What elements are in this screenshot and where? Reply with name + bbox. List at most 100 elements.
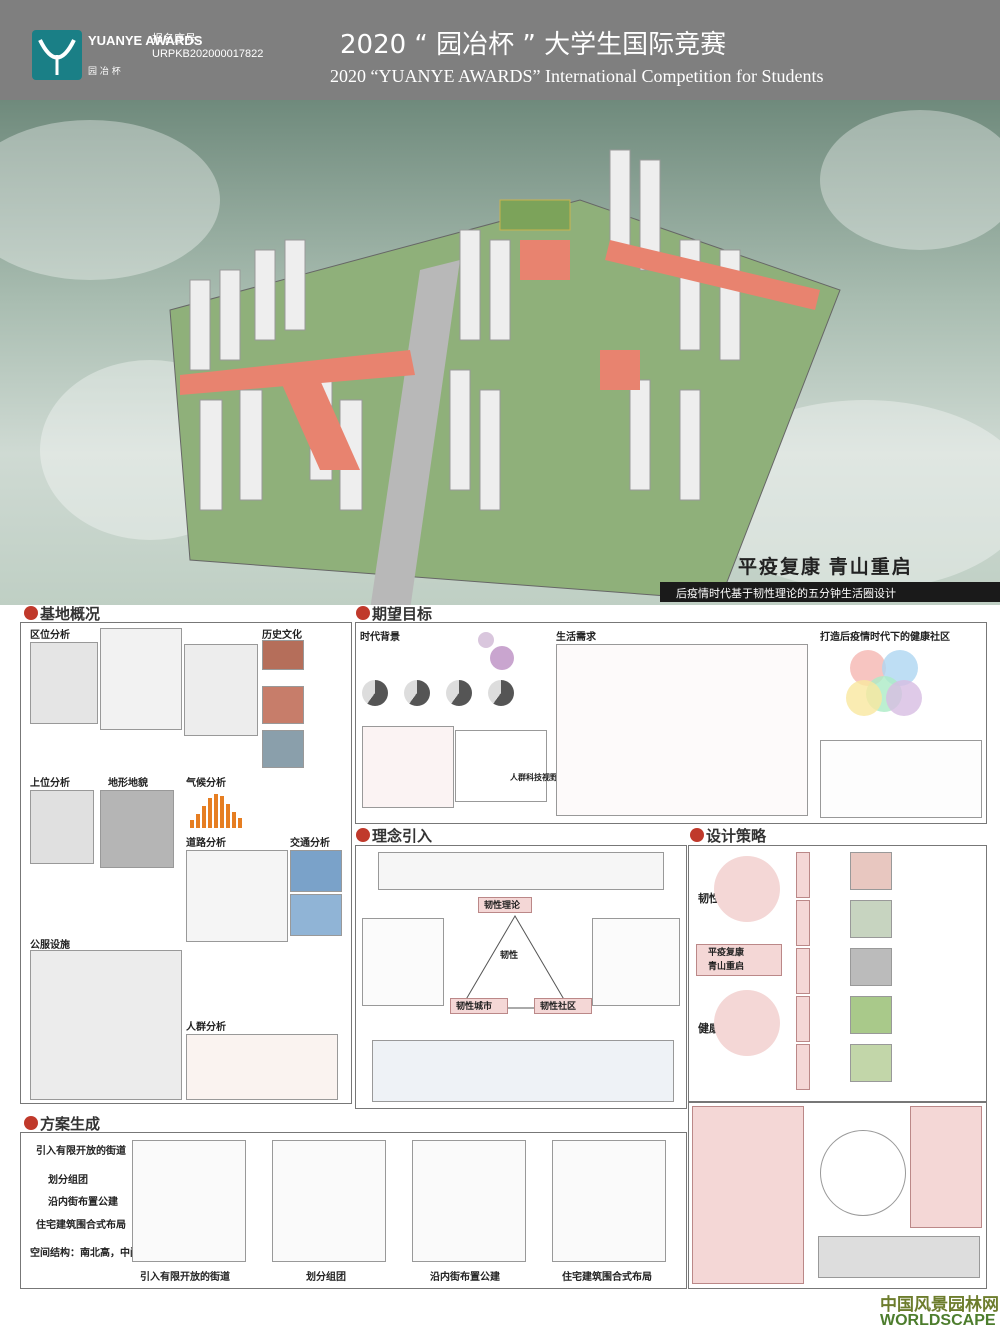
bubble-icon	[478, 632, 494, 648]
gen-step-2: 划分组团	[48, 1175, 88, 1186]
detail-side-box	[910, 1106, 982, 1228]
pie-chart	[446, 680, 472, 706]
gen-step-5: 空间结构：南北高，中间低	[30, 1248, 150, 1259]
subtitle-bar	[660, 582, 1000, 602]
terrain-map	[100, 790, 174, 868]
label-upper: 上位分析	[30, 778, 70, 789]
gen-step-4: 住宅建筑围合式布局	[36, 1220, 126, 1231]
section-icon	[356, 828, 370, 842]
section-icon	[356, 606, 370, 620]
strategy-photo	[850, 900, 892, 938]
slogan: 平疫复康 青山重启	[738, 557, 913, 578]
traffic-heatmap	[290, 850, 342, 892]
subtitle: 后疫情时代基于韧性理论的五分钟生活圈设计	[676, 587, 896, 600]
road-map	[186, 850, 288, 942]
location-map	[30, 642, 98, 724]
side-tag	[796, 996, 810, 1042]
gen-caption-4: 住宅建筑围合式布局	[562, 1272, 652, 1283]
label-city: 韧性城市	[456, 1001, 493, 1011]
detail-circle	[820, 1130, 906, 1216]
gen-caption-2: 划分组团	[306, 1272, 346, 1283]
gen-caption-3: 沿内街布置公建	[430, 1272, 500, 1283]
history-photo	[262, 686, 304, 724]
registration-label: 报名序号:	[152, 32, 200, 45]
footer-en: WORLDSCAPE	[880, 1312, 996, 1329]
strategy-photo	[850, 996, 892, 1034]
section-title-strategy: 设计策略	[706, 829, 767, 845]
crowd-illustration	[186, 1034, 338, 1100]
side-tag	[796, 948, 810, 994]
gen-step-3: 沿内街布置公建	[48, 1197, 118, 1208]
section-title-generation: 方案生成	[40, 1117, 101, 1133]
title-cn: 2020 “ 园冶杯 ” 大学生国际竞赛	[340, 30, 727, 60]
gen-map-3	[412, 1140, 526, 1262]
label-center2: 青山重启	[708, 961, 745, 971]
strategy-circle	[714, 990, 780, 1056]
side-tag	[796, 1044, 810, 1090]
gen-map-1	[132, 1140, 246, 1262]
registration-number: URPKB202000017822	[152, 48, 264, 60]
detail-textbox	[692, 1106, 804, 1284]
healthy-community-diagram	[820, 740, 982, 818]
healthy-petal	[886, 680, 922, 716]
label-crowd: 人群分析	[186, 1022, 226, 1033]
label-location: 区位分析	[30, 630, 70, 641]
pie-chart	[404, 680, 430, 706]
label-community: 韧性社区	[540, 1001, 577, 1011]
yuanye-logo-icon	[32, 30, 82, 80]
section-icon	[24, 606, 38, 620]
strategy-photo	[850, 852, 892, 890]
section-title-concept: 理念引入	[372, 829, 433, 845]
pie-chart	[362, 680, 388, 706]
hero-aerial-render	[0, 100, 1000, 605]
upper-plan-map	[30, 790, 94, 864]
bubble-icon	[490, 646, 514, 670]
city-cycle-diagram	[362, 918, 444, 1006]
label-terrain: 地形地貌	[108, 778, 148, 789]
triangle-diagram	[460, 915, 570, 1009]
building-photos	[818, 1236, 980, 1278]
climate-chart	[190, 794, 242, 828]
city-box	[450, 998, 508, 1014]
logo-cn: 园 冶 杯	[88, 67, 121, 77]
community-diagram	[592, 918, 680, 1006]
history-photo	[262, 730, 304, 768]
label-road: 道路分析	[186, 838, 226, 849]
traffic-heatmap	[290, 894, 342, 936]
gen-map-2	[272, 1140, 386, 1262]
people-illustration	[362, 726, 454, 808]
label-healthy: 打造后疫情时代下的健康社区	[820, 632, 950, 643]
gen-caption-1: 引入有限开放的街道	[140, 1272, 230, 1283]
theory-box	[478, 897, 532, 913]
side-tag	[796, 900, 810, 946]
footer-cn: 中国风景园林网	[880, 1295, 999, 1314]
label-traffic: 交通分析	[290, 838, 330, 849]
gen-map-4	[552, 1140, 666, 1262]
needs-diagram	[556, 644, 808, 816]
strategy-photo	[850, 948, 892, 986]
tech-diagram	[455, 730, 547, 802]
strategy-photo	[850, 1044, 892, 1082]
healthy-petal	[846, 680, 882, 716]
section-title-site: 基地概况	[40, 607, 101, 623]
label-climate: 气候分析	[186, 778, 226, 789]
label-public: 公服设施	[30, 940, 70, 951]
district-map	[184, 644, 258, 736]
ring-diagram	[378, 852, 664, 890]
header-bar	[0, 0, 1000, 100]
section-icon	[690, 828, 704, 842]
label-resilience: 韧性	[500, 950, 519, 960]
logo-name: YUANYE AWARDS	[88, 33, 203, 48]
flow-diagram	[372, 1040, 674, 1102]
label-background: 时代背景	[360, 632, 400, 643]
label-theory: 韧性理论	[484, 900, 521, 910]
label-people-tech: 人群科技视野	[510, 773, 558, 782]
history-photo	[262, 640, 304, 670]
gen-step-1: 引入有限开放的街道	[36, 1146, 126, 1157]
label-center1: 平疫复康	[708, 947, 745, 957]
label-history: 历史文化	[262, 630, 302, 641]
center-box	[696, 944, 782, 976]
side-tag	[796, 852, 810, 898]
masterplan-illustration	[169, 149, 841, 605]
community-box	[534, 998, 592, 1014]
